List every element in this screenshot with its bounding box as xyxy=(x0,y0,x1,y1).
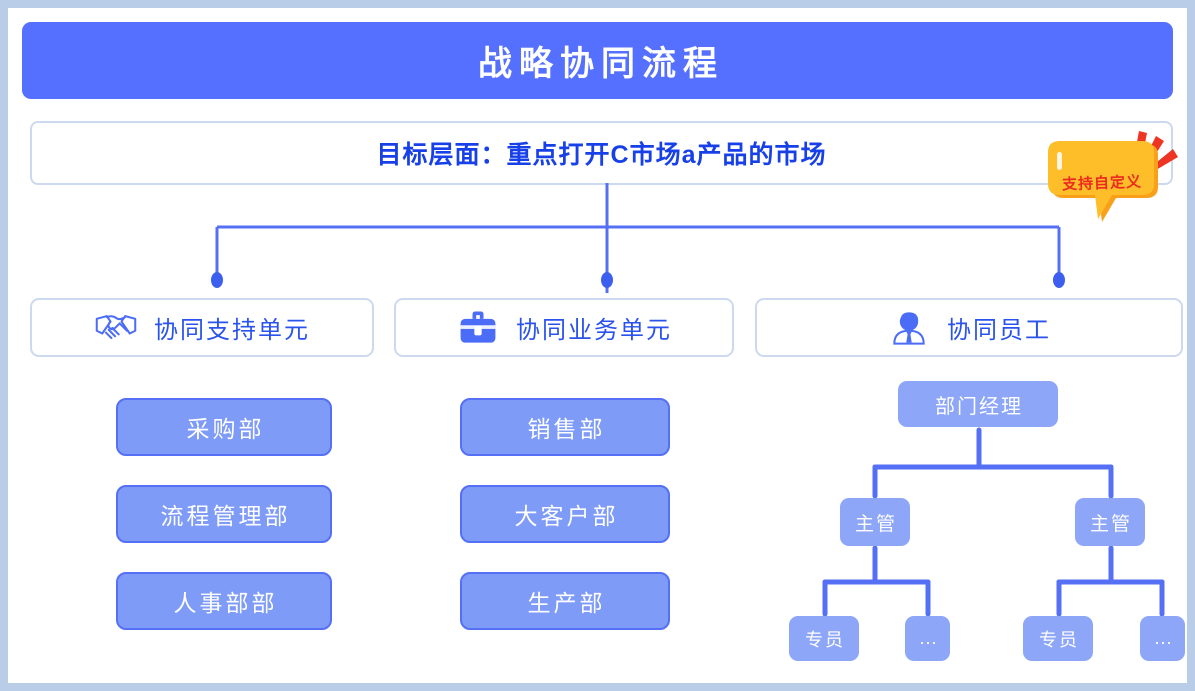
org-tree-connectors xyxy=(822,427,1165,617)
employee-org-tree: 部门经理 主管 主管 专员 ... 专员 ... xyxy=(768,378,1187,668)
category-cards-row: 协同支持单元 协同业务单元 协同员工 xyxy=(8,298,1187,360)
category-card-label: 协同员工 xyxy=(947,317,1051,344)
category-card-business-unit[interactable]: 协同业务单元 xyxy=(394,298,734,357)
org-node-staff-left[interactable]: 专员 xyxy=(789,616,859,661)
category-card-label: 协同业务单元 xyxy=(516,317,672,344)
handshake-icon xyxy=(95,314,137,339)
department-pill[interactable]: 大客户部 xyxy=(460,485,670,543)
speech-bubble-burst-icon xyxy=(1048,131,1178,222)
category-card-employee[interactable]: 协同员工 xyxy=(755,298,1183,357)
briefcase-icon xyxy=(460,311,496,343)
category-card-support-unit[interactable]: 协同支持单元 xyxy=(30,298,374,357)
support-unit-department-list: 采购部 流程管理部 人事部部 xyxy=(116,398,332,659)
org-node-staff-right[interactable]: 专员 xyxy=(1023,616,1093,661)
employee-icon xyxy=(893,311,925,345)
department-pill[interactable]: 采购部 xyxy=(116,398,332,456)
department-pill[interactable]: 销售部 xyxy=(460,398,670,456)
page-title-bar: 战略协同流程 xyxy=(22,22,1173,99)
org-node-manager[interactable]: 部门经理 xyxy=(898,381,1058,427)
department-pill[interactable]: 流程管理部 xyxy=(116,485,332,543)
org-node-more-right[interactable]: ... xyxy=(1140,616,1185,661)
support-custom-badge: 支持自定义 xyxy=(1038,128,1187,228)
goal-statement-text: 目标层面：重点打开C市场a产品的市场 xyxy=(376,141,827,169)
org-node-supervisor-left[interactable]: 主管 xyxy=(840,498,910,546)
goal-statement-bar: 目标层面：重点打开C市场a产品的市场 xyxy=(30,121,1173,185)
department-pill[interactable]: 人事部部 xyxy=(116,572,332,630)
org-node-supervisor-right[interactable]: 主管 xyxy=(1075,498,1145,546)
department-pill[interactable]: 生产部 xyxy=(460,572,670,630)
category-card-label: 协同支持单元 xyxy=(154,317,310,344)
org-node-more-left[interactable]: ... xyxy=(905,616,950,661)
goal-to-category-connectors xyxy=(211,183,1065,293)
page-title: 战略协同流程 xyxy=(478,45,724,83)
business-unit-department-list: 销售部 大客户部 生产部 xyxy=(460,398,676,659)
